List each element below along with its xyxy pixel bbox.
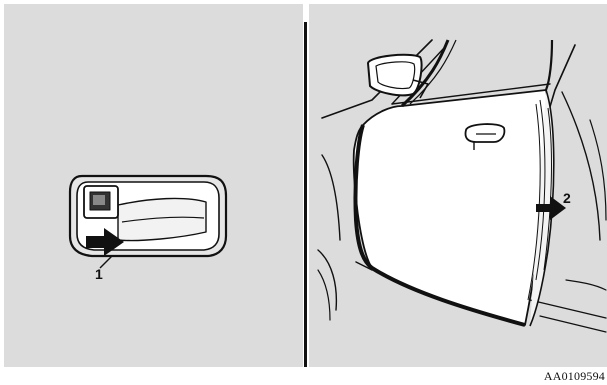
- callout-label-2: 2: [563, 190, 571, 206]
- callout-label-1: 1: [95, 266, 103, 282]
- figure-code: AA0109594: [544, 369, 605, 384]
- side-mirror: [368, 55, 428, 98]
